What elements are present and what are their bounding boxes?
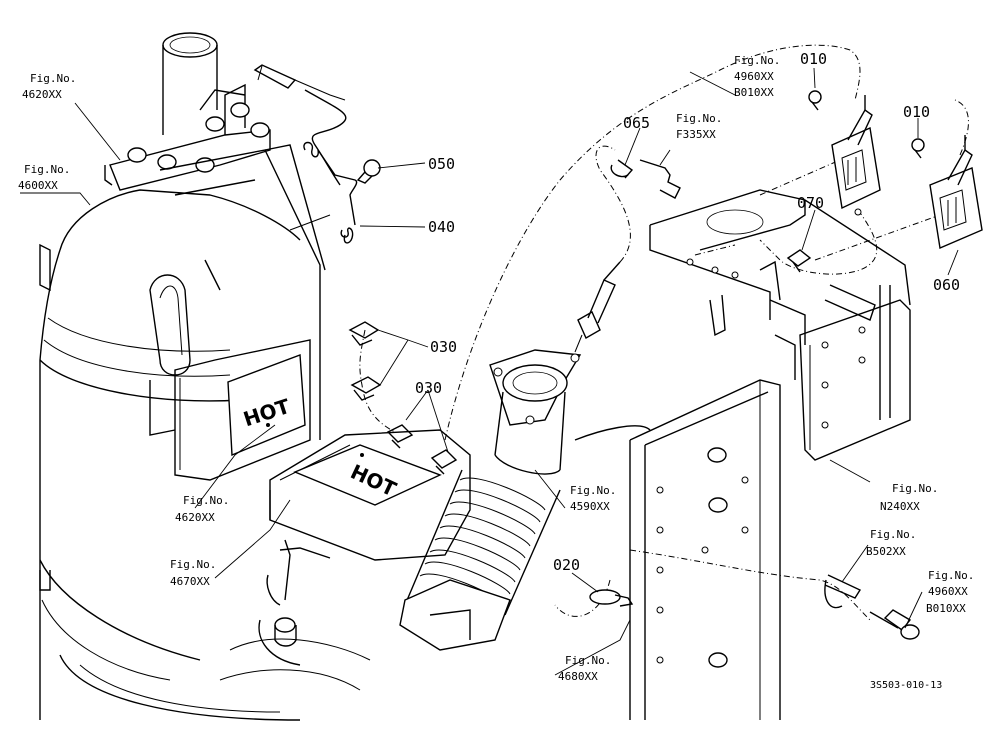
dpf-muffler-body bbox=[39, 189, 301, 721]
callout-fig-4680xx: Fig.No. 4680XX bbox=[558, 654, 611, 683]
harness-connector bbox=[869, 609, 920, 640]
part-label-030-upper: 030 bbox=[430, 338, 457, 356]
callout-number: 4600XX bbox=[18, 179, 58, 192]
callout-label: Fig.No. bbox=[870, 528, 916, 541]
callout-label: Fig.No. bbox=[30, 72, 76, 85]
callout-label: Fig.No. bbox=[570, 484, 616, 497]
callout-fig-4960xx-top: Fig.No. 4960XX B010XX bbox=[734, 54, 780, 99]
callout-number: 4670XX bbox=[170, 575, 210, 588]
callout-number: N240XX bbox=[880, 500, 920, 513]
callout-number: 4620XX bbox=[22, 88, 62, 101]
callout-number: 4680XX bbox=[558, 670, 598, 683]
part-label-010-upper: 010 bbox=[800, 50, 827, 68]
pipe-bracket bbox=[104, 83, 271, 191]
muffler-housing bbox=[149, 144, 326, 481]
part-label-060: 060 bbox=[933, 276, 960, 294]
clamp-065 bbox=[610, 159, 634, 179]
callout-label: Fig.No. bbox=[24, 163, 70, 176]
part-label-050: 050 bbox=[428, 155, 455, 173]
callout-fig-4960xx-bottom: Fig.No. 4960XX B010XX bbox=[926, 569, 974, 615]
nox-sensor-module-060 bbox=[929, 135, 983, 249]
part-label-020: 020 bbox=[553, 556, 580, 574]
callout-number: 4620XX bbox=[175, 511, 215, 524]
callout-label: Fig.No. bbox=[170, 558, 216, 571]
clip-030-lower-b bbox=[430, 449, 458, 475]
callout-number-2: B010XX bbox=[734, 86, 774, 99]
doc-sensor bbox=[258, 539, 331, 666]
clip-030-lower-a bbox=[386, 424, 414, 449]
part-label-070: 070 bbox=[797, 194, 824, 212]
callout-fig-4620xx-top: Fig.No. 4620XX bbox=[22, 72, 76, 101]
callout-fig-f335xx: Fig.No. F335XX bbox=[676, 112, 722, 141]
doc-housing bbox=[269, 429, 471, 561]
clip-070 bbox=[786, 249, 812, 273]
callout-fig-4670xx: Fig.No. 4670XX bbox=[170, 558, 216, 588]
frame-4680xx bbox=[574, 379, 781, 720]
mounting-bracket-n240xx bbox=[649, 189, 911, 461]
clamp-020 bbox=[589, 589, 634, 607]
bolt-010-right bbox=[911, 138, 925, 159]
part-label-065: 065 bbox=[623, 114, 650, 132]
callout-label: Fig.No. bbox=[734, 54, 780, 67]
callout-fig-n240xx: Fig.No. N240XX bbox=[880, 482, 938, 513]
part-label-010-right: 010 bbox=[903, 103, 930, 121]
callout-label: Fig.No. bbox=[676, 112, 722, 125]
bolt-010-upper bbox=[808, 90, 822, 111]
drawing-code: 3S503-010-13 bbox=[870, 680, 942, 691]
bracket-f335xx bbox=[639, 159, 681, 199]
callout-number-2: B010XX bbox=[926, 602, 966, 615]
nox-sensor-probe bbox=[574, 261, 621, 353]
callout-number: 4960XX bbox=[734, 70, 774, 83]
part-label-040: 040 bbox=[428, 218, 455, 236]
hot-plate-1: HOT bbox=[227, 354, 306, 457]
callout-number: 4590XX bbox=[570, 500, 610, 513]
callout-label: Fig.No. bbox=[565, 654, 611, 667]
callout-number: F335XX bbox=[676, 128, 716, 141]
callout-fig-4590xx: Fig.No. 4590XX bbox=[570, 484, 616, 513]
flexible-pipe bbox=[399, 349, 582, 651]
callout-number: 4960XX bbox=[928, 585, 968, 598]
callout-label: Fig.No. bbox=[928, 569, 974, 582]
bracket-b502xx bbox=[824, 574, 862, 609]
callout-number: B502XX bbox=[866, 545, 906, 558]
leader-lines bbox=[20, 67, 959, 676]
callout-label: Fig.No. bbox=[892, 482, 938, 495]
nox-sensor-module-upper bbox=[831, 95, 881, 216]
callout-fig-4620xx-bottom: Fig.No. 4620XX bbox=[175, 494, 229, 524]
hot-plate-2: HOT bbox=[293, 444, 442, 506]
callout-fig-4600xx: Fig.No. 4600XX bbox=[18, 163, 70, 192]
part-label-030-lower: 030 bbox=[415, 379, 442, 397]
exhaust-pipe-top bbox=[162, 32, 218, 135]
callout-fig-b502xx: Fig.No. B502XX bbox=[866, 528, 916, 558]
exhaust-temperature-sensor bbox=[253, 64, 381, 244]
callout-label: Fig.No. bbox=[183, 494, 229, 507]
clip-030-middle bbox=[350, 376, 382, 401]
